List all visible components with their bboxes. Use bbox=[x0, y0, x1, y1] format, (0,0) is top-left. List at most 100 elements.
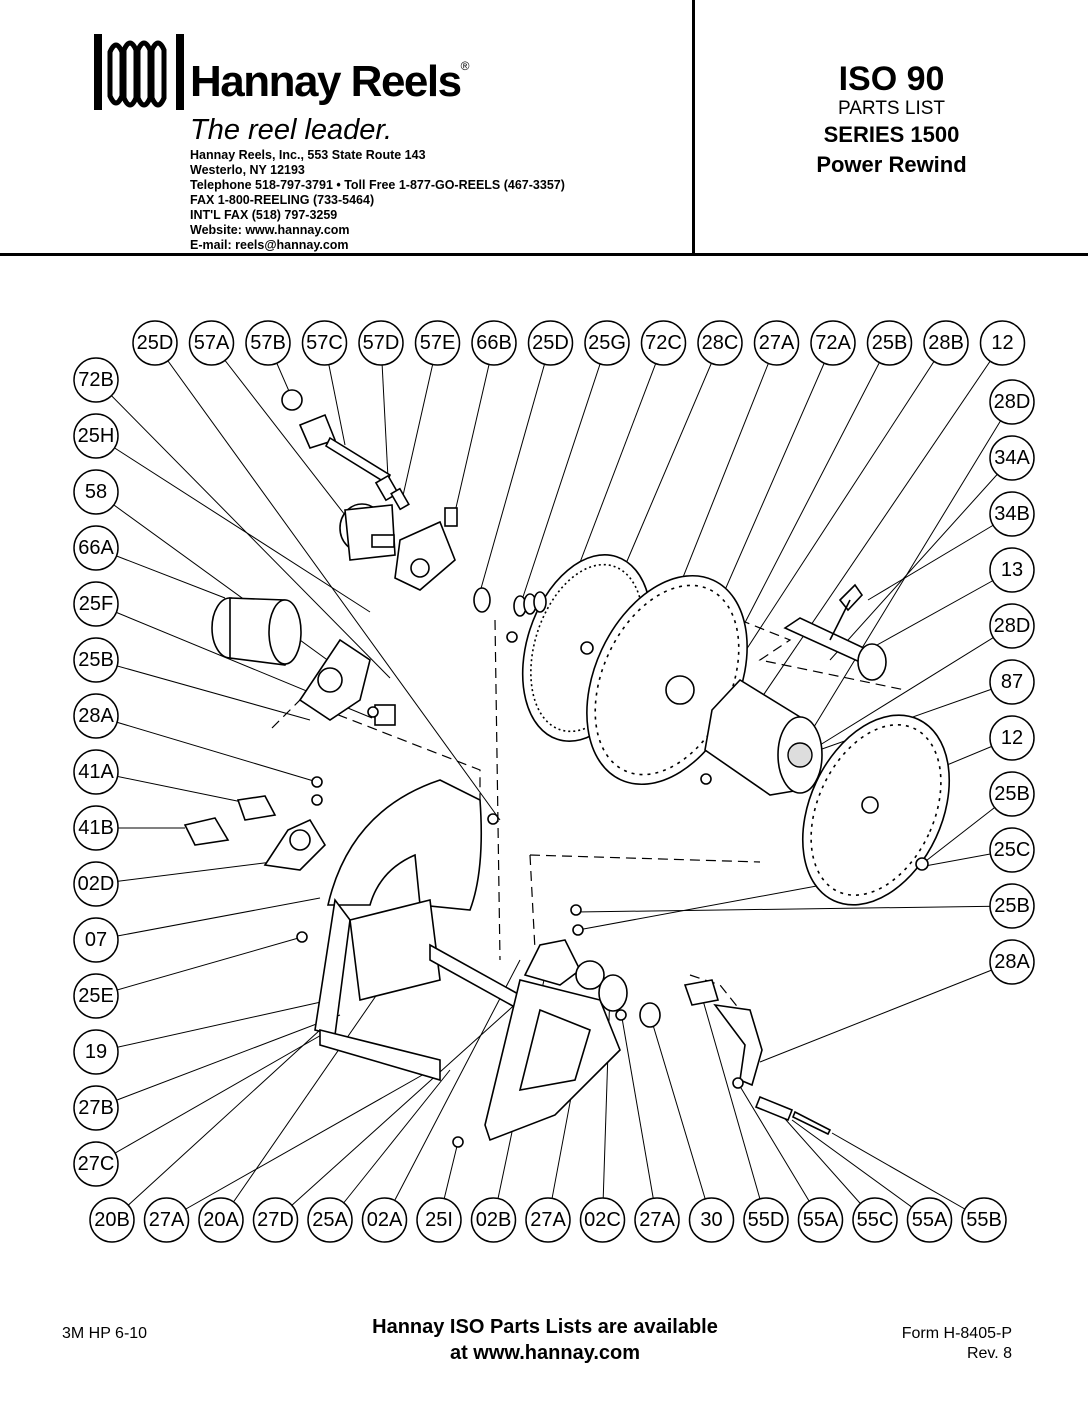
callout-circle bbox=[73, 749, 119, 795]
callout-circle bbox=[579, 1197, 626, 1243]
swivel-assembly bbox=[783, 583, 887, 681]
callout-circle bbox=[810, 320, 856, 366]
callout-label: 13 bbox=[1001, 559, 1023, 581]
gear-mount-plate bbox=[298, 638, 396, 726]
callout-circle bbox=[471, 320, 517, 366]
callout-left: 19 bbox=[73, 1029, 119, 1075]
leader-line bbox=[111, 1029, 321, 1221]
callout-top: 28B bbox=[923, 320, 969, 366]
callout-circle bbox=[743, 1197, 789, 1243]
callout-label: 34B bbox=[994, 503, 1030, 525]
callout-label: 28C bbox=[702, 332, 739, 354]
leader-line bbox=[95, 435, 371, 613]
callout-label: 55A bbox=[912, 1209, 948, 1231]
callout-circle bbox=[73, 693, 119, 739]
callout-bottom: 20B bbox=[89, 1197, 135, 1243]
callout-label: 57B bbox=[250, 332, 286, 354]
callout-circle bbox=[989, 659, 1035, 705]
callout-label: 55B bbox=[966, 1209, 1002, 1231]
callout-bottom: 55B bbox=[961, 1197, 1007, 1243]
callout-label: 55D bbox=[748, 1209, 785, 1231]
print-code: 3M HP 6-10 bbox=[62, 1325, 148, 1342]
leader-line bbox=[95, 379, 391, 679]
tagline: The reel leader. bbox=[190, 114, 393, 146]
callout-circle bbox=[866, 320, 913, 366]
callout-circle bbox=[358, 320, 404, 366]
reel-flange-left bbox=[586, 574, 748, 786]
callout-circle bbox=[634, 1197, 680, 1243]
callout-label: 25H bbox=[78, 425, 115, 447]
callout-label: 07 bbox=[85, 929, 107, 951]
callout-circle bbox=[989, 435, 1035, 481]
callout-top: 57B bbox=[245, 320, 291, 366]
callout-circle bbox=[584, 320, 630, 366]
callout-bottom: 02B bbox=[470, 1197, 517, 1243]
callout-circle bbox=[416, 1197, 462, 1243]
callout-label: 25E bbox=[78, 985, 114, 1007]
leader-line bbox=[769, 1101, 876, 1221]
callout-label: 34A bbox=[994, 447, 1030, 469]
series-label: SERIES 1500 bbox=[823, 122, 960, 147]
telephone-line: Telephone 518-797-3791 • Toll Free 1-877… bbox=[190, 178, 565, 192]
callout-left: 07 bbox=[73, 917, 119, 963]
callout-label: 28B bbox=[928, 332, 964, 354]
callout-bottom: 55D bbox=[743, 1197, 789, 1243]
revision: Rev. 8 bbox=[966, 1345, 1012, 1362]
callout-bottom: 55A bbox=[797, 1197, 844, 1243]
callout-circle bbox=[73, 357, 119, 403]
callout-top: 72C bbox=[640, 320, 687, 366]
callout-circle bbox=[361, 1197, 408, 1243]
leader-line bbox=[166, 1064, 441, 1221]
swivel-fittings bbox=[183, 795, 277, 846]
leader-line bbox=[95, 491, 356, 681]
callout-label: 66B bbox=[476, 332, 512, 354]
exploded-parts-diagram: 25D57A57B57C57D57E66B25D25G72C28C27A72A2… bbox=[73, 320, 1035, 1243]
callout-label: 20A bbox=[203, 1209, 239, 1231]
callout-circle bbox=[753, 320, 800, 366]
bearing-assemblies bbox=[263, 818, 661, 1028]
leader-line bbox=[95, 1014, 341, 1109]
callout-bottom: 02A bbox=[361, 1197, 408, 1243]
callout-label: 57A bbox=[194, 332, 230, 354]
callout-circle bbox=[73, 525, 119, 571]
leader-line bbox=[699, 989, 767, 1221]
callout-label: 25F bbox=[79, 593, 113, 615]
leader-line bbox=[829, 457, 1013, 661]
callout-circle bbox=[525, 1197, 571, 1243]
callout-label: 27D bbox=[257, 1209, 294, 1231]
callout-label: 57C bbox=[306, 332, 343, 354]
callout-left: 25B bbox=[73, 637, 119, 683]
leader-line bbox=[401, 342, 438, 501]
leader-line bbox=[577, 849, 1013, 931]
spacer-stack bbox=[473, 587, 547, 643]
callout-bottom: 27A bbox=[525, 1197, 571, 1243]
callout-label: 57E bbox=[420, 332, 456, 354]
callout-circle bbox=[143, 1197, 190, 1243]
leader-line bbox=[275, 999, 521, 1221]
header: Hannay Reels® The reel leader. Hannay Re… bbox=[0, 0, 1088, 256]
callout-right: 12 bbox=[989, 715, 1035, 761]
callout-circle bbox=[307, 1197, 353, 1243]
callout-top: 12 bbox=[979, 320, 1026, 366]
hand-crank bbox=[683, 979, 832, 1136]
callout-label: 02C bbox=[584, 1209, 621, 1231]
callout-circle bbox=[906, 1197, 953, 1243]
callout-circle bbox=[989, 603, 1035, 649]
leader-line bbox=[759, 961, 1013, 1063]
callout-right: 28A bbox=[989, 939, 1035, 985]
leader-line bbox=[95, 861, 273, 885]
callout-left: 27B bbox=[73, 1085, 119, 1131]
callout-circle bbox=[73, 1029, 119, 1075]
callout-label: 27A bbox=[149, 1209, 185, 1231]
callout-label: 28A bbox=[994, 951, 1030, 973]
callout-label: 72B bbox=[78, 369, 114, 391]
callout-circle bbox=[73, 805, 119, 851]
callout-top: 25G bbox=[584, 320, 630, 366]
crank-handle-assembly bbox=[281, 389, 410, 511]
leader-line bbox=[867, 569, 1013, 651]
callout-left: 02D bbox=[73, 861, 119, 907]
callout-left: 41A bbox=[73, 749, 119, 795]
callout-bottom: 20A bbox=[198, 1197, 244, 1243]
leader-line bbox=[805, 401, 1013, 741]
